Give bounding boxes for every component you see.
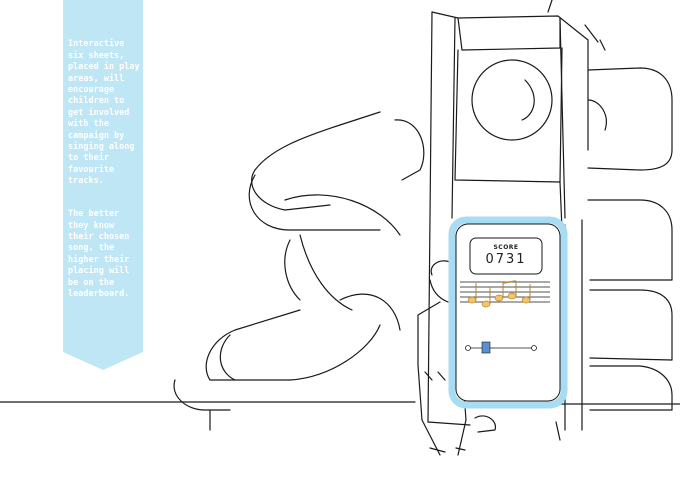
progress-bar (465, 341, 537, 354)
score-screen (455, 223, 561, 402)
caption-paragraph-2: The better they know their chosen song, … (68, 209, 130, 299)
leg-detail (474, 415, 497, 433)
caption-banner-tip (63, 352, 143, 370)
score-box (469, 237, 543, 275)
score-label: SCORE (493, 244, 519, 251)
score-screen-frame (448, 216, 568, 409)
score-value: 0731 (485, 252, 527, 267)
caption-banner (63, 0, 143, 352)
caption-paragraph-1: Interactive six sheets, placed in play a… (68, 39, 140, 187)
platform-panels (564, 67, 673, 431)
slide-tubes (173, 111, 425, 431)
music-notes (467, 280, 531, 308)
ground-line (0, 401, 680, 405)
caption-text: Interactive six sheets, placed in play a… (68, 28, 140, 322)
